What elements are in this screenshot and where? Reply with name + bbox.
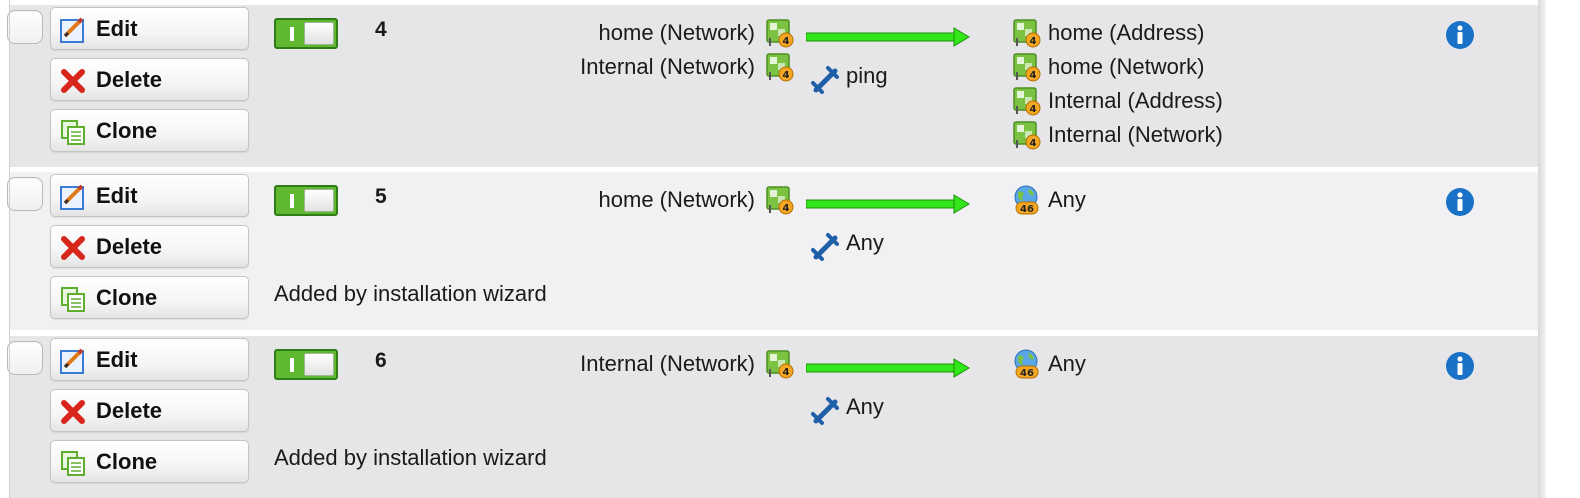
rule-checkbox[interactable]	[7, 10, 43, 44]
toggle-knob	[304, 189, 334, 212]
edit-label: Edit	[96, 16, 138, 41]
edit-icon	[60, 348, 86, 374]
edit-button[interactable]: Edit	[50, 174, 249, 217]
globe-icon: 46	[1012, 349, 1042, 379]
service-icon	[810, 65, 840, 95]
clone-icon	[60, 119, 86, 145]
scroll-edge	[1538, 0, 1546, 498]
svg-text:4: 4	[1030, 104, 1037, 115]
delete-button[interactable]: Delete	[50, 225, 249, 268]
delete-label: Delete	[96, 67, 163, 92]
clone-label: Clone	[96, 285, 158, 310]
destination-label: Internal (Network)	[1048, 122, 1223, 147]
arrow-icon	[805, 27, 970, 47]
info-icon[interactable]	[1445, 351, 1475, 381]
arrow-icon	[805, 358, 970, 378]
delete-label: Delete	[96, 234, 163, 259]
toggle-knob	[304, 353, 334, 376]
edit-icon	[60, 17, 86, 43]
svg-text:4: 4	[783, 36, 790, 47]
service-label: ping	[846, 63, 888, 88]
network-icon: 4	[765, 52, 795, 82]
toggle-on-marker	[290, 27, 294, 41]
destination-label: Internal (Address)	[1048, 88, 1223, 113]
rule-number: 6	[375, 349, 387, 372]
delete-icon	[60, 235, 86, 261]
clone-label: Clone	[96, 118, 158, 143]
delete-icon	[60, 68, 86, 94]
network-icon: 4	[765, 349, 795, 379]
service-label: Any	[846, 230, 884, 255]
source-label: home (Network)	[598, 187, 755, 212]
svg-text:4: 4	[1030, 138, 1037, 149]
network-icon: 4	[1012, 52, 1042, 82]
destination-label: Any	[1048, 351, 1086, 376]
edit-button[interactable]: Edit	[50, 338, 249, 381]
edit-icon	[60, 184, 86, 210]
edit-button[interactable]: Edit	[50, 7, 249, 50]
toggle-on-marker	[290, 194, 294, 208]
rule-description: Added by installation wizard	[274, 281, 547, 306]
clone-label: Clone	[96, 449, 158, 474]
service-icon	[810, 396, 840, 426]
toggle-knob	[304, 22, 334, 45]
toggle-on-marker	[290, 358, 294, 372]
destination-label: Any	[1048, 187, 1086, 212]
destination-label: home (Network)	[1048, 54, 1205, 79]
edit-label: Edit	[96, 347, 138, 372]
svg-text:4: 4	[1030, 70, 1037, 81]
clone-button[interactable]: Clone	[50, 440, 249, 483]
enabled-toggle[interactable]	[274, 18, 338, 49]
clone-icon	[60, 450, 86, 476]
globe-icon: 46	[1012, 185, 1042, 215]
list-left-border	[9, 0, 10, 498]
delete-icon	[60, 399, 86, 425]
rule-number: 5	[375, 185, 387, 208]
delete-label: Delete	[96, 398, 163, 423]
svg-text:4: 4	[1030, 36, 1037, 47]
arrow-icon	[805, 194, 970, 214]
source-label: Internal (Network)	[580, 351, 755, 376]
svg-text:46: 46	[1020, 368, 1034, 379]
rule-description: Added by installation wizard	[274, 445, 547, 470]
network-icon: 4	[765, 185, 795, 215]
info-icon[interactable]	[1445, 187, 1475, 217]
svg-text:4: 4	[783, 367, 790, 378]
network-icon: 4	[765, 18, 795, 48]
edit-label: Edit	[96, 183, 138, 208]
svg-text:4: 4	[783, 203, 790, 214]
destination-label: home (Address)	[1048, 20, 1205, 45]
rule-number: 4	[375, 18, 387, 41]
source-label: home (Network)	[598, 20, 755, 45]
svg-text:4: 4	[783, 70, 790, 81]
delete-button[interactable]: Delete	[50, 58, 249, 101]
clone-button[interactable]: Clone	[50, 109, 249, 152]
rule-checkbox[interactable]	[7, 177, 43, 211]
service-label: Any	[846, 394, 884, 419]
clone-icon	[60, 286, 86, 312]
network-icon: 4	[1012, 86, 1042, 116]
rule-checkbox[interactable]	[7, 341, 43, 375]
network-icon: 4	[1012, 120, 1042, 150]
enabled-toggle[interactable]	[274, 349, 338, 380]
svg-text:46: 46	[1020, 204, 1034, 215]
clone-button[interactable]: Clone	[50, 276, 249, 319]
network-icon: 4	[1012, 18, 1042, 48]
info-icon[interactable]	[1445, 20, 1475, 50]
service-icon	[810, 232, 840, 262]
enabled-toggle[interactable]	[274, 185, 338, 216]
delete-button[interactable]: Delete	[50, 389, 249, 432]
source-label: Internal (Network)	[580, 54, 755, 79]
